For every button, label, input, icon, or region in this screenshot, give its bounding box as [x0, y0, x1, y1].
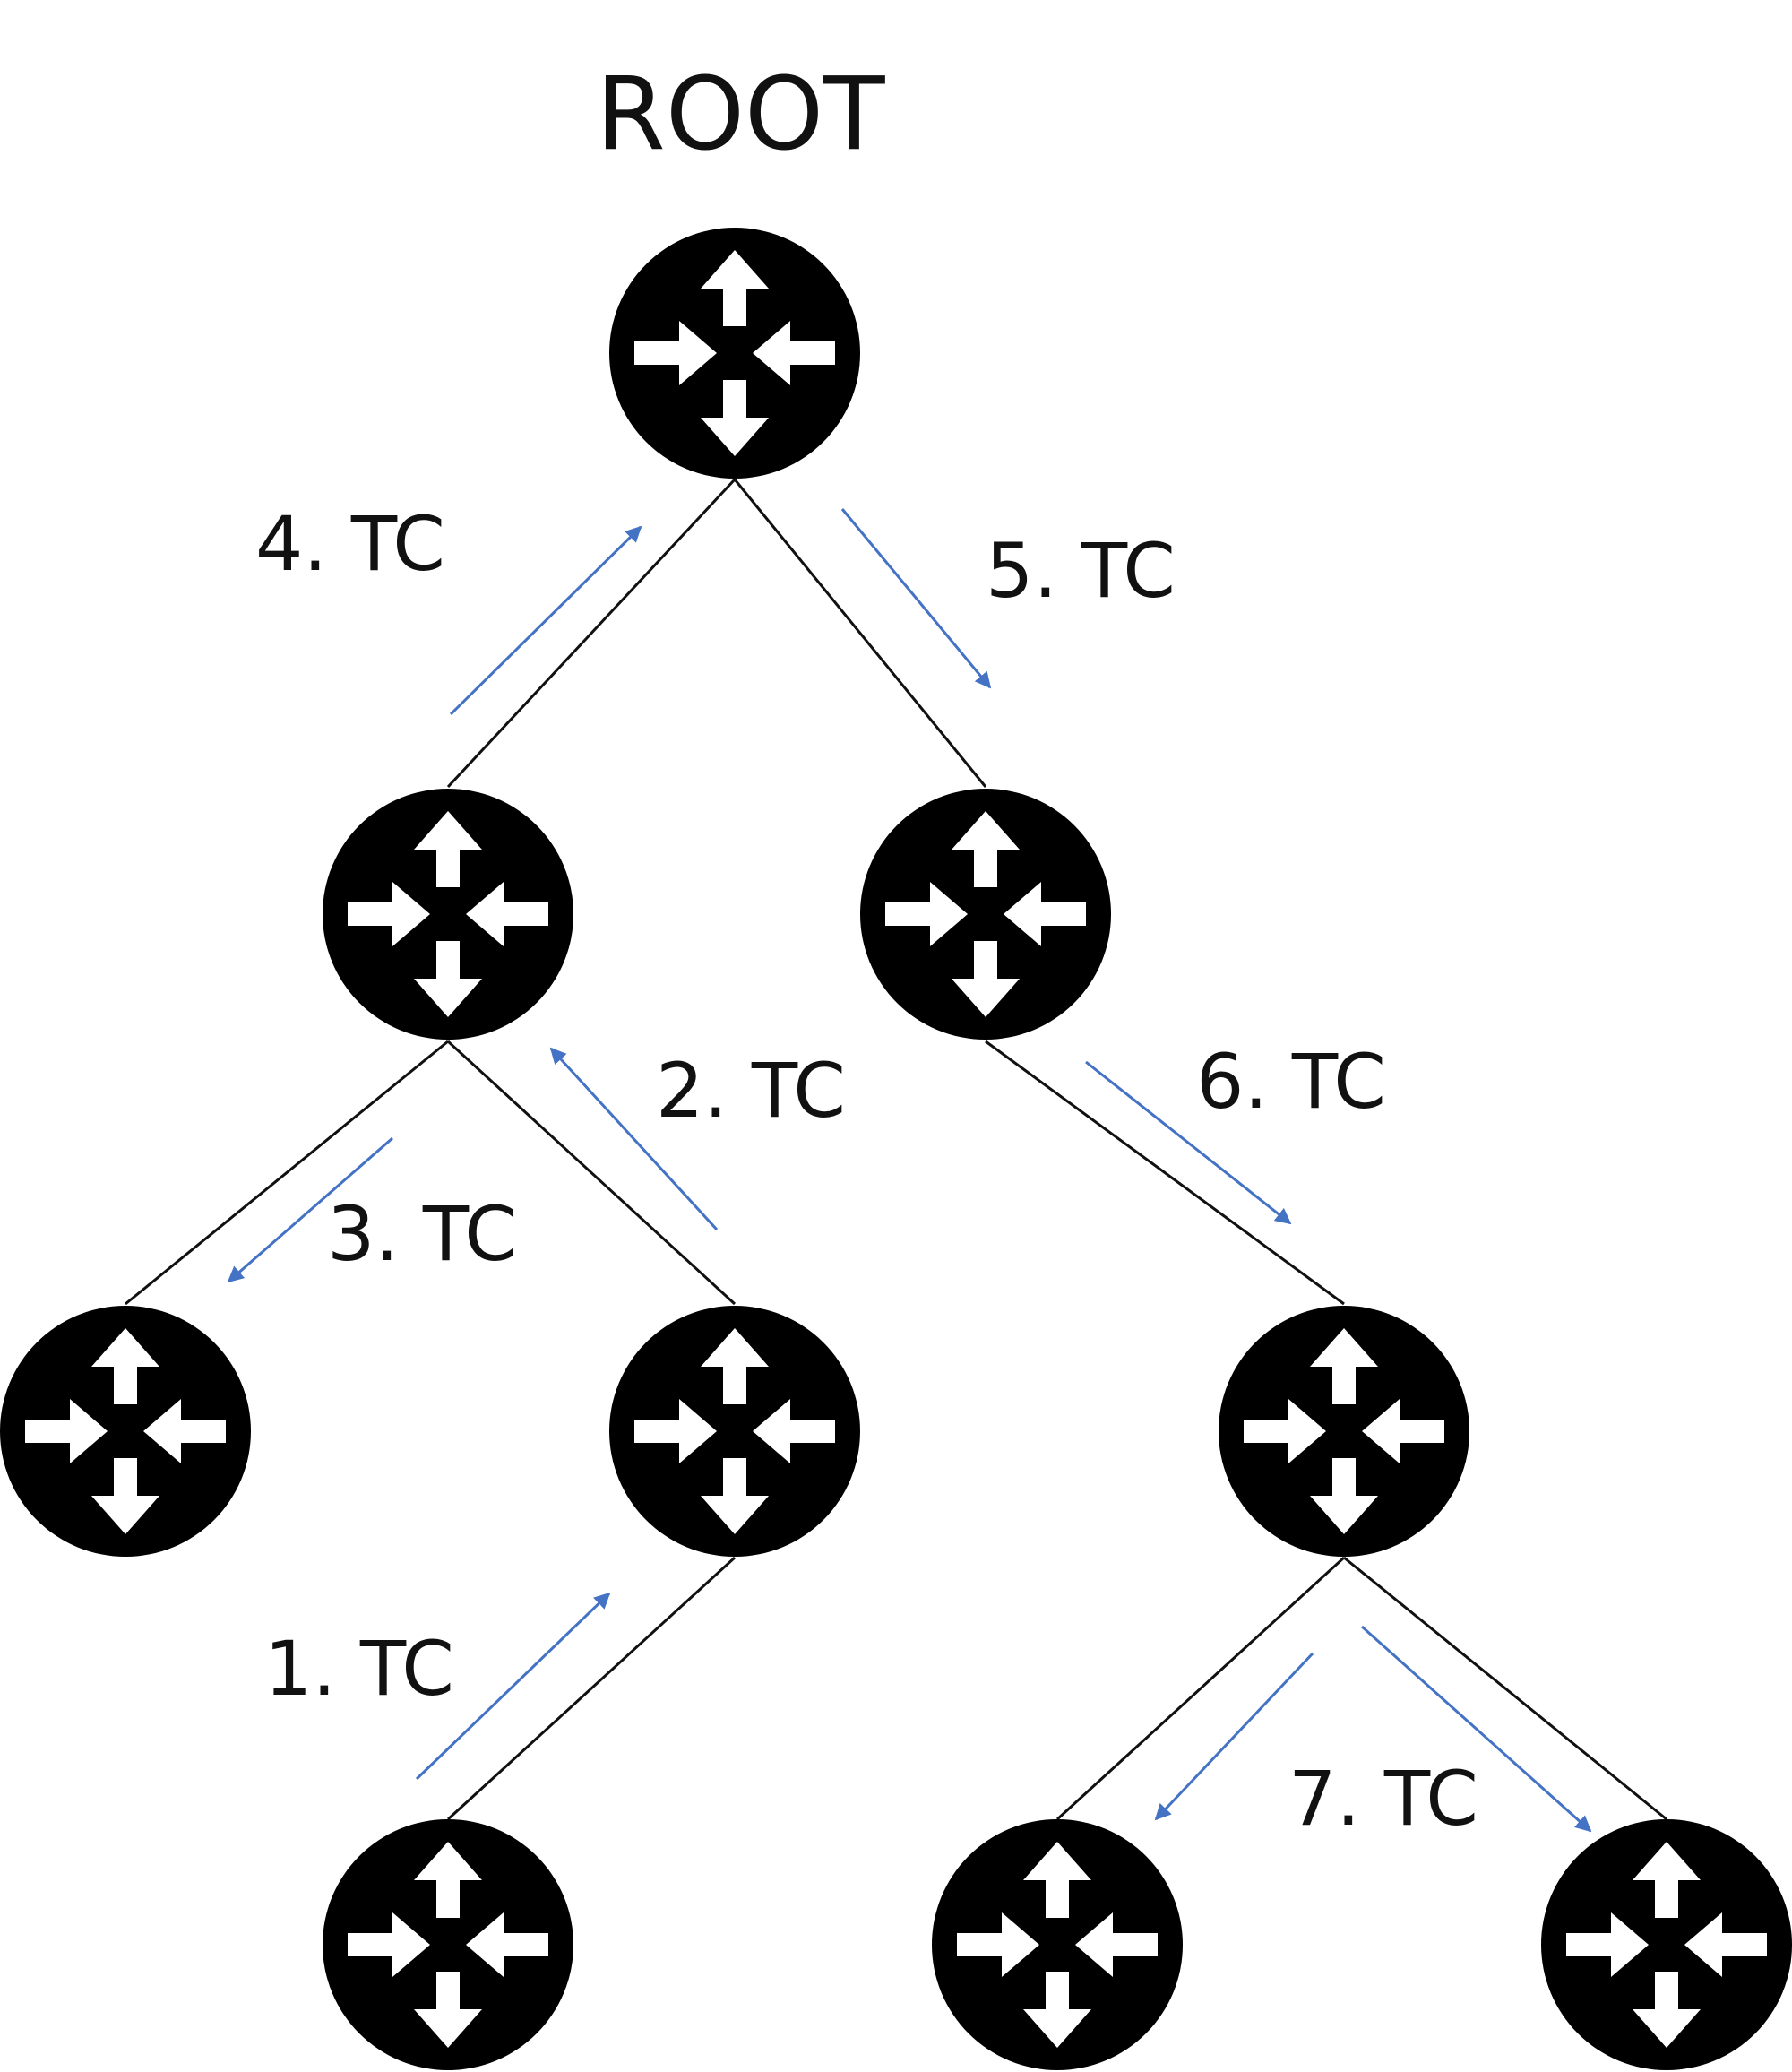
tc-label-7: 7. TC	[1288, 1755, 1478, 1843]
node-leftleaf	[0, 1306, 251, 1557]
tc-arrow-4	[449, 525, 642, 716]
link-left-leftleaf	[125, 1040, 449, 1306]
tc-arrow-1	[415, 1592, 611, 1781]
node-leaf1	[932, 1819, 1183, 2070]
link-left-mid	[446, 1040, 737, 1306]
tc-arrow-7a	[1154, 1652, 1314, 1821]
tc-label-1: 1. TC	[264, 1625, 454, 1713]
link-root-right	[733, 479, 987, 788]
node-right	[860, 789, 1111, 1040]
node-left	[323, 789, 573, 1040]
link-root-left	[446, 478, 737, 789]
tc-label-2: 2. TC	[656, 1047, 846, 1135]
node-rmid	[1219, 1306, 1469, 1557]
link-right-rmid	[985, 1040, 1345, 1306]
root-label: ROOT	[596, 56, 885, 173]
node-root	[609, 228, 860, 479]
tc-arrow-2	[549, 1047, 719, 1231]
tc-label-3: 3. TC	[327, 1190, 517, 1278]
node-bottom	[323, 1819, 573, 2070]
node-mid	[609, 1306, 860, 1557]
link-rmid-leaf1	[1055, 1556, 1346, 1821]
tc-label-6: 6. TC	[1196, 1038, 1386, 1126]
tc-arrow-6	[1085, 1060, 1292, 1225]
link-rmid-leaf2	[1343, 1556, 1667, 1821]
tc-arrow-5	[840, 508, 992, 689]
node-leaf2	[1541, 1819, 1792, 2070]
tc-arrow-7b	[1361, 1625, 1592, 1833]
tc-arrows	[227, 508, 1592, 1833]
tree-links	[125, 478, 1667, 1821]
tc-arrow-3	[227, 1136, 393, 1283]
tc-label-5: 5. TC	[986, 527, 1176, 615]
tc-label-4: 4. TC	[255, 500, 445, 588]
link-mid-bottom	[446, 1556, 737, 1821]
